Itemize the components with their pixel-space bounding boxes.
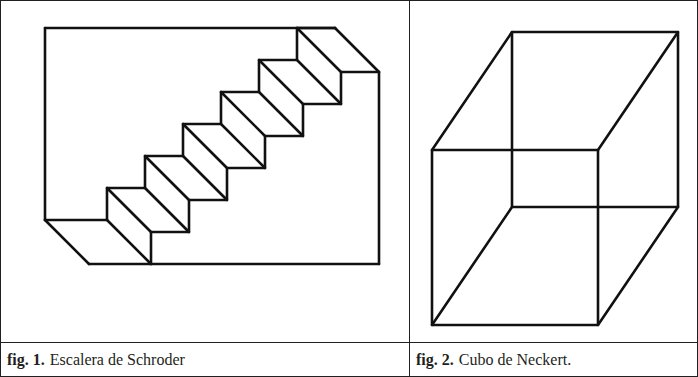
figure-caption: Cubo de Neckert. [459,351,571,369]
stair-line [259,60,303,104]
schroder-staircase [45,28,379,264]
stair-line [107,188,151,232]
stair-line [45,27,335,30]
caption-cell: fig. 2. Cubo de Neckert. [410,343,697,376]
cube-edge [598,32,678,150]
stair-line [378,72,381,264]
table-row-rule [1,342,698,343]
stair-line [335,28,379,72]
stair-line [221,92,265,136]
stair-line [151,72,379,264]
figure-number: fig. 2. [416,351,454,369]
cube-edge [432,207,512,325]
figure-caption: Escalera de Schroder [50,351,185,369]
cube-edge [598,207,678,325]
stair-line [145,156,189,200]
stair-line [45,220,89,264]
cube-edge [432,150,598,325]
stair-line [297,28,341,72]
cube-edge [512,32,678,207]
stair-line [45,219,107,222]
stair-line [44,28,47,220]
stair-line [107,28,335,220]
necker-cube [432,32,678,325]
stair-line [89,263,379,266]
stair-line [183,124,227,168]
caption-cell: fig. 1. Escalera de Schroder [1,343,409,376]
figure-number: fig. 1. [7,351,45,369]
table-column-rule [409,1,410,377]
cube-edge [432,32,512,150]
